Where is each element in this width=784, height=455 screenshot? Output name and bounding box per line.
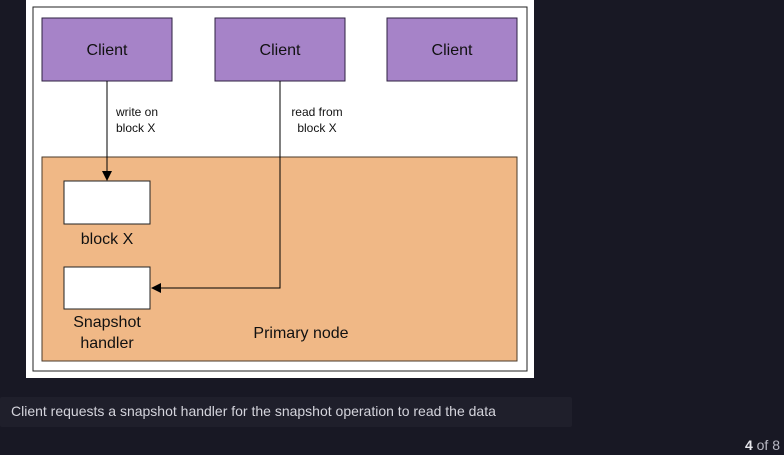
slide-caption: Client requests a snapshot handler for t… (11, 403, 496, 419)
write-edge-label-line2: block X (116, 121, 155, 135)
client-label-2: Client (260, 42, 301, 59)
page-total: 8 (772, 437, 780, 453)
block-x-box (63, 180, 151, 225)
page-separator: of (756, 437, 769, 453)
page-indicator: 4 of 8 (745, 437, 780, 453)
caption-bar: Client requests a snapshot handler for t… (0, 397, 572, 427)
diagram-canvas: Client Client Client Primary node block … (32, 6, 528, 372)
primary-node-label: Primary node (253, 325, 348, 342)
write-edge-label-line1: write on (115, 105, 158, 119)
client-box-1: Client (41, 17, 173, 82)
read-edge-label-line2: block X (297, 121, 336, 135)
read-edge-label-line1: read from (291, 105, 342, 119)
snapshot-handler-label-line2: handler (80, 335, 134, 352)
client-box-2: Client (214, 17, 346, 82)
client-label-1: Client (87, 42, 128, 59)
block-x-label: block X (81, 231, 134, 248)
read-arrow (151, 81, 281, 293)
snapshot-handler-label-line1: Snapshot (73, 314, 141, 331)
client-label-3: Client (432, 42, 473, 59)
client-box-3: Client (386, 17, 518, 82)
page-current: 4 (744, 437, 753, 453)
snapshot-handler-box (63, 266, 151, 310)
diagram-image: Client Client Client Primary node block … (26, 0, 534, 378)
